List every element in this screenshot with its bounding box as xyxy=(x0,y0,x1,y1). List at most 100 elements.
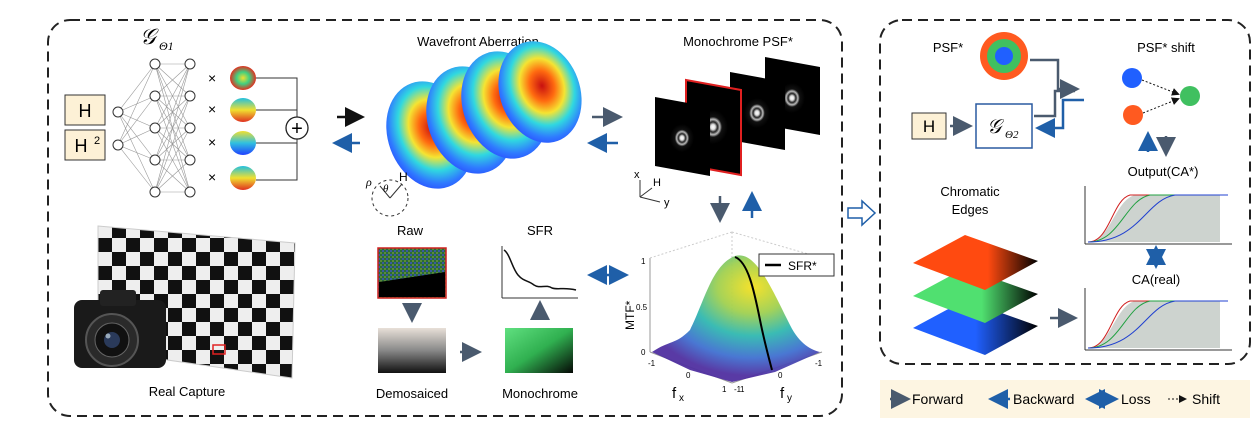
nn-edge xyxy=(117,63,156,113)
monochrome-image xyxy=(505,328,573,373)
nn-node xyxy=(184,122,196,134)
mtf-y-sub: y xyxy=(787,393,792,404)
nn-edge xyxy=(154,127,191,193)
mtf-x-label: f xyxy=(672,385,677,402)
zernike-icon-3 xyxy=(230,131,256,155)
coord-h: H xyxy=(399,170,408,184)
psf-star-icon xyxy=(980,32,1028,80)
input-h2-exponent: 2 xyxy=(94,135,100,147)
psf-axis-h: H xyxy=(653,177,661,189)
times-symbol-4: × xyxy=(208,169,216,185)
mtf-legend-label: SFR* xyxy=(788,259,817,273)
mtf-z-label: MTF* xyxy=(623,300,637,330)
network2-box xyxy=(975,103,1033,149)
output-ca-plot xyxy=(1084,186,1232,245)
mtf-tick-z05: 0.5 xyxy=(636,303,648,312)
input-h-box-right xyxy=(911,112,947,140)
left-panel-frame xyxy=(47,19,843,417)
ca-real-label: CA(real) xyxy=(1132,272,1180,287)
ca-real-plot xyxy=(1084,288,1232,351)
neural-network-nodes xyxy=(112,58,196,198)
zernike-icon-4 xyxy=(230,166,256,190)
nn-edge xyxy=(154,159,191,193)
nn-edge xyxy=(117,111,156,129)
input-h-label-right: H xyxy=(923,117,935,136)
network-label-sub: Θ1 xyxy=(159,39,174,53)
nn-node xyxy=(112,106,124,118)
mtf-y-label: f xyxy=(780,385,785,402)
times-symbol-1: × xyxy=(208,70,216,86)
sum-symbol: + xyxy=(291,118,303,140)
mtf-tick-x0: 0 xyxy=(686,371,691,380)
sfr-plot xyxy=(501,246,578,299)
mtf-tick-y0: 0 xyxy=(778,371,783,380)
coord-rho: ρ xyxy=(365,175,372,189)
nn-edge xyxy=(154,63,191,193)
nn-node xyxy=(184,186,196,198)
nn-edge xyxy=(154,63,191,129)
times-symbol-2: × xyxy=(208,101,216,117)
psf-stack xyxy=(655,57,820,177)
raw-label: Raw xyxy=(397,223,424,238)
nn-node xyxy=(184,154,196,166)
panel-transition-arrow xyxy=(847,199,877,227)
input-h-label: H xyxy=(79,101,92,121)
net2-to-shift-forward xyxy=(1034,89,1075,118)
mtf-tick-x-neg1: -1 xyxy=(648,359,656,368)
psf-axes-icon xyxy=(639,180,661,203)
nn-edge xyxy=(154,63,191,161)
psf-axis-y: y xyxy=(664,197,670,209)
mtf-surface-plot xyxy=(649,231,823,384)
legend-loss-label: Loss xyxy=(1121,391,1151,407)
input-h2-box xyxy=(64,129,106,161)
demosaiced-label: Demosaiced xyxy=(376,386,448,401)
shift-to-net2-backward xyxy=(1035,98,1084,138)
input-h2-label: H xyxy=(75,136,88,156)
psf-title: Monochrome PSF* xyxy=(683,34,793,49)
output-label: Output(CA*) xyxy=(1128,164,1199,179)
nn-node xyxy=(149,186,161,198)
psf-axis-x: x xyxy=(634,169,640,181)
capture-label: Real Capture xyxy=(149,384,226,399)
mtf-tick-y-neg1: -1 xyxy=(734,385,742,394)
mtf-tick-x1: 1 xyxy=(722,385,727,394)
nn-node xyxy=(184,58,196,70)
times-symbol-3: × xyxy=(208,134,216,150)
nn-node xyxy=(149,122,161,134)
nn-node xyxy=(184,90,196,102)
legend-backward-label: Backward xyxy=(1013,391,1074,407)
nn-edge xyxy=(117,95,156,146)
nn-node xyxy=(149,154,161,166)
psf-shift-icon xyxy=(1122,68,1200,125)
nn-node xyxy=(149,90,161,102)
psf-star-label: PSF* xyxy=(933,40,963,55)
right-panel-frame xyxy=(879,19,1251,365)
nn-edge xyxy=(117,127,156,146)
network-label: 𝒢 xyxy=(140,24,159,49)
polar-coordinate-icon: ρ θ H xyxy=(365,170,409,217)
mtf-tick-y1: 1 xyxy=(740,385,745,394)
chromatic-edges-label-1: Chromatic xyxy=(940,184,1000,199)
nn-edge xyxy=(154,95,191,193)
network2-sub: Θ2 xyxy=(1005,129,1019,141)
zernike-icon-1 xyxy=(230,66,256,90)
legend-forward-label: Forward xyxy=(912,391,963,407)
nn-edge xyxy=(117,111,156,193)
wavefront-title: Wavefront Aberration xyxy=(417,34,539,49)
coord-theta: θ xyxy=(383,183,389,195)
chromatic-edges-stack xyxy=(913,235,1038,355)
nn-node xyxy=(112,139,124,151)
psf-shift-label: PSF* shift xyxy=(1137,40,1195,55)
chromatic-edges-label-2: Edges xyxy=(952,202,989,217)
sfr-label: SFR xyxy=(527,223,553,238)
demosaiced-image xyxy=(378,328,446,373)
neural-network-graph xyxy=(117,63,191,193)
nn-edge xyxy=(117,111,156,161)
camera-icon xyxy=(74,290,166,368)
psf-to-net-forward xyxy=(1030,58,1080,99)
zernike-icon-2 xyxy=(230,98,256,122)
monochrome-label: Monochrome xyxy=(502,386,578,401)
mtf-tick-z1: 1 xyxy=(641,257,646,266)
nn-edge xyxy=(117,144,156,161)
